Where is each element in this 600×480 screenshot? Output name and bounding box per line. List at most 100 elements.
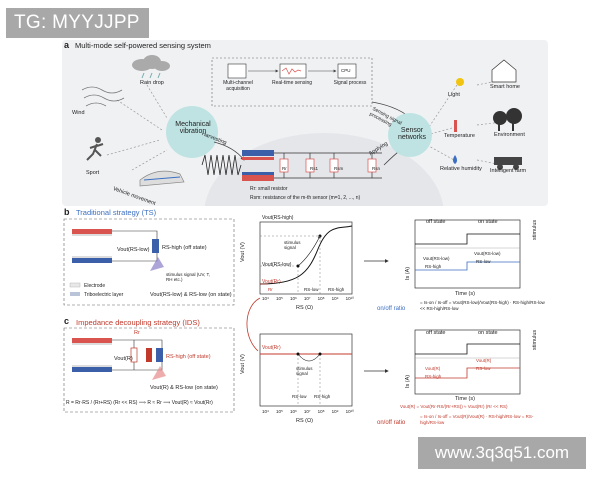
source-sport: Sport — [86, 170, 100, 176]
mechanical-vibration-label: Mechanical vibration — [175, 121, 211, 135]
c-vout-label: Vout(R) — [114, 356, 133, 362]
panel-c-letter: c — [64, 316, 70, 326]
c-time-axis: Time (s) — [455, 396, 475, 402]
panel-b-plot — [259, 221, 353, 295]
b-vout-curve — [259, 225, 353, 285]
panel-c-title: Impedance decoupling strategy (IDS) — [76, 318, 200, 327]
thermometer-icon — [454, 120, 457, 132]
resistor-rsm: Rsm — [334, 166, 344, 171]
b-vout-label: Vout(RS-low) — [117, 247, 150, 253]
b-ylabel: Vout (V) — [240, 242, 246, 262]
panel-c-device — [63, 327, 235, 413]
c-ylabel: Vout (V) — [240, 354, 246, 374]
waveform-icon — [201, 154, 242, 176]
resistor-rs1: Rs1 — [310, 166, 319, 171]
b-xtick: 10⁴ — [262, 296, 269, 301]
c-formula: R = Rr·RS / (Rr+RS) (Rr << RS) ⟹ R ≈ Rr … — [66, 400, 213, 406]
b-ann-rr: Rr — [268, 287, 273, 292]
c-xtick: 10⁷ — [303, 409, 311, 414]
b-frac-3: Vout(RS-low) — [474, 251, 501, 256]
legend-electrode: Electrode — [84, 283, 106, 289]
module-sensing: Real-time sensing — [271, 80, 313, 86]
train-icon — [139, 170, 185, 187]
resistor-rr: Rr — [282, 166, 287, 171]
farm-icon — [494, 157, 522, 170]
smart-home-icon — [491, 59, 517, 83]
app-environment: Environment — [494, 132, 525, 138]
chip-icon — [227, 63, 247, 79]
cpu-icon — [337, 63, 357, 79]
legend-tribo: Triboelectric layer — [84, 292, 124, 298]
watermark-bottom-right: www.3q3q51.com — [418, 437, 586, 469]
app-smart-home: Smart home — [490, 84, 520, 90]
rain-cloud-icon — [132, 55, 170, 79]
c-frac-4: RS-low — [476, 366, 491, 371]
light-icon — [456, 78, 464, 86]
b-xtick: 10¹⁰ — [345, 296, 354, 301]
panel-b-states — [414, 219, 521, 289]
c-off-state: off state — [426, 330, 446, 336]
wind-icon — [81, 86, 125, 107]
b-ann-vlow: Vout(RS-low) — [262, 262, 292, 268]
c-eq1: Vout(R) = Vout(Rr·RS/(Rr+RS)) ≈ Vout(Rr)… — [400, 404, 508, 409]
c-frac-2: RS-high — [425, 374, 442, 379]
b-frac-4: RS-low — [476, 259, 491, 264]
c-ann-rslow: RS-low — [292, 394, 307, 399]
c-ann-vrr: Vout(Rr) — [262, 345, 281, 351]
b-ratio-label: on/off ratio — [377, 306, 406, 312]
resistor-rsn: Rsn — [372, 166, 381, 171]
b-time-axis: Time (s) — [455, 291, 475, 297]
panel-a-title: Multi-mode self-powered sensing system — [75, 41, 211, 50]
b-rhigh-label: RS-high (off state) — [162, 245, 207, 251]
b-to-c-arrow — [246, 297, 261, 352]
c-on-state: on state — [478, 330, 498, 336]
legend-rr: Rr: small resistor — [250, 186, 288, 192]
b-ratio-eq: = Is-on / Is-off = Vout(RS-low)/Vout(RS-… — [420, 300, 545, 311]
watermark-top-left: TG: MYYJJPP — [6, 8, 149, 38]
runner-icon — [86, 137, 104, 161]
b-frac-1: Vout(RS-low) — [423, 256, 450, 261]
module-process: Signal process — [333, 80, 367, 86]
c-arrow — [364, 369, 389, 373]
modules-box — [211, 57, 373, 107]
app-farm: Intelligent farm — [490, 168, 527, 174]
c-stimulus-axis: stimulus — [532, 329, 538, 350]
c-ann-stimulus: stimulus signal — [296, 366, 313, 376]
c-xtick: 10⁵ — [276, 409, 283, 414]
c-ratio-eq: = Is-on / Is-off = Vout(R)/Vout(R) · RS-… — [420, 414, 534, 425]
c-xtick: 10⁹ — [331, 409, 339, 414]
stimulus-temperature: Temperature — [444, 133, 475, 139]
c-is-axis: Is (A) — [405, 374, 411, 388]
b-off-state: off state — [426, 219, 446, 225]
panel-b-title: Traditional strategy (TS) — [76, 208, 157, 217]
panel-c-states — [414, 329, 521, 395]
b-ann-rshigh: RS-high — [328, 287, 345, 292]
source-wind: Wind — [72, 110, 85, 116]
c-ann-rshigh: RS-high — [314, 394, 331, 399]
sensor-networks-node — [388, 113, 432, 157]
panel-b-device — [63, 218, 235, 306]
sensing-plot-icon — [279, 63, 307, 79]
b-xlabel: RS (Ω) — [296, 305, 313, 311]
sensor-networks-label: Sensor networks — [397, 127, 426, 141]
b-ann-rslow: RS-low — [304, 287, 319, 292]
b-on-state: on state — [478, 219, 498, 225]
b-ann-stimulus: stimulus signal — [284, 240, 301, 250]
cpu-label: CPU — [341, 68, 351, 73]
panel-b-letter: b — [64, 207, 70, 217]
c-ratio-label: on/off ratio — [377, 420, 406, 426]
c-xlabel: RS (Ω) — [296, 418, 313, 424]
panel-c-plot — [259, 333, 353, 407]
humidity-drop-icon — [453, 155, 457, 164]
legend-rs: Rsm: resistance of the m-th sensor (m=1,… — [250, 195, 361, 201]
environment-tree-icon — [493, 108, 522, 131]
b-frac-2: RS-high — [425, 264, 442, 269]
b-stimulus-label: stimulus signal (UV, T, RH etc.) — [166, 272, 211, 282]
stimulus-light: Light — [448, 92, 460, 98]
c-xtick: 10⁴ — [262, 409, 269, 414]
b-xtick: 10⁷ — [303, 296, 311, 301]
b-ann-vrr: Vout(Rr) — [262, 279, 281, 285]
b-xtick: 10⁸ — [317, 296, 325, 301]
c-rr-label: Rr — [134, 330, 140, 336]
b-bottom-line: Vout(RS-low) & RS-low (on state) — [150, 292, 232, 298]
